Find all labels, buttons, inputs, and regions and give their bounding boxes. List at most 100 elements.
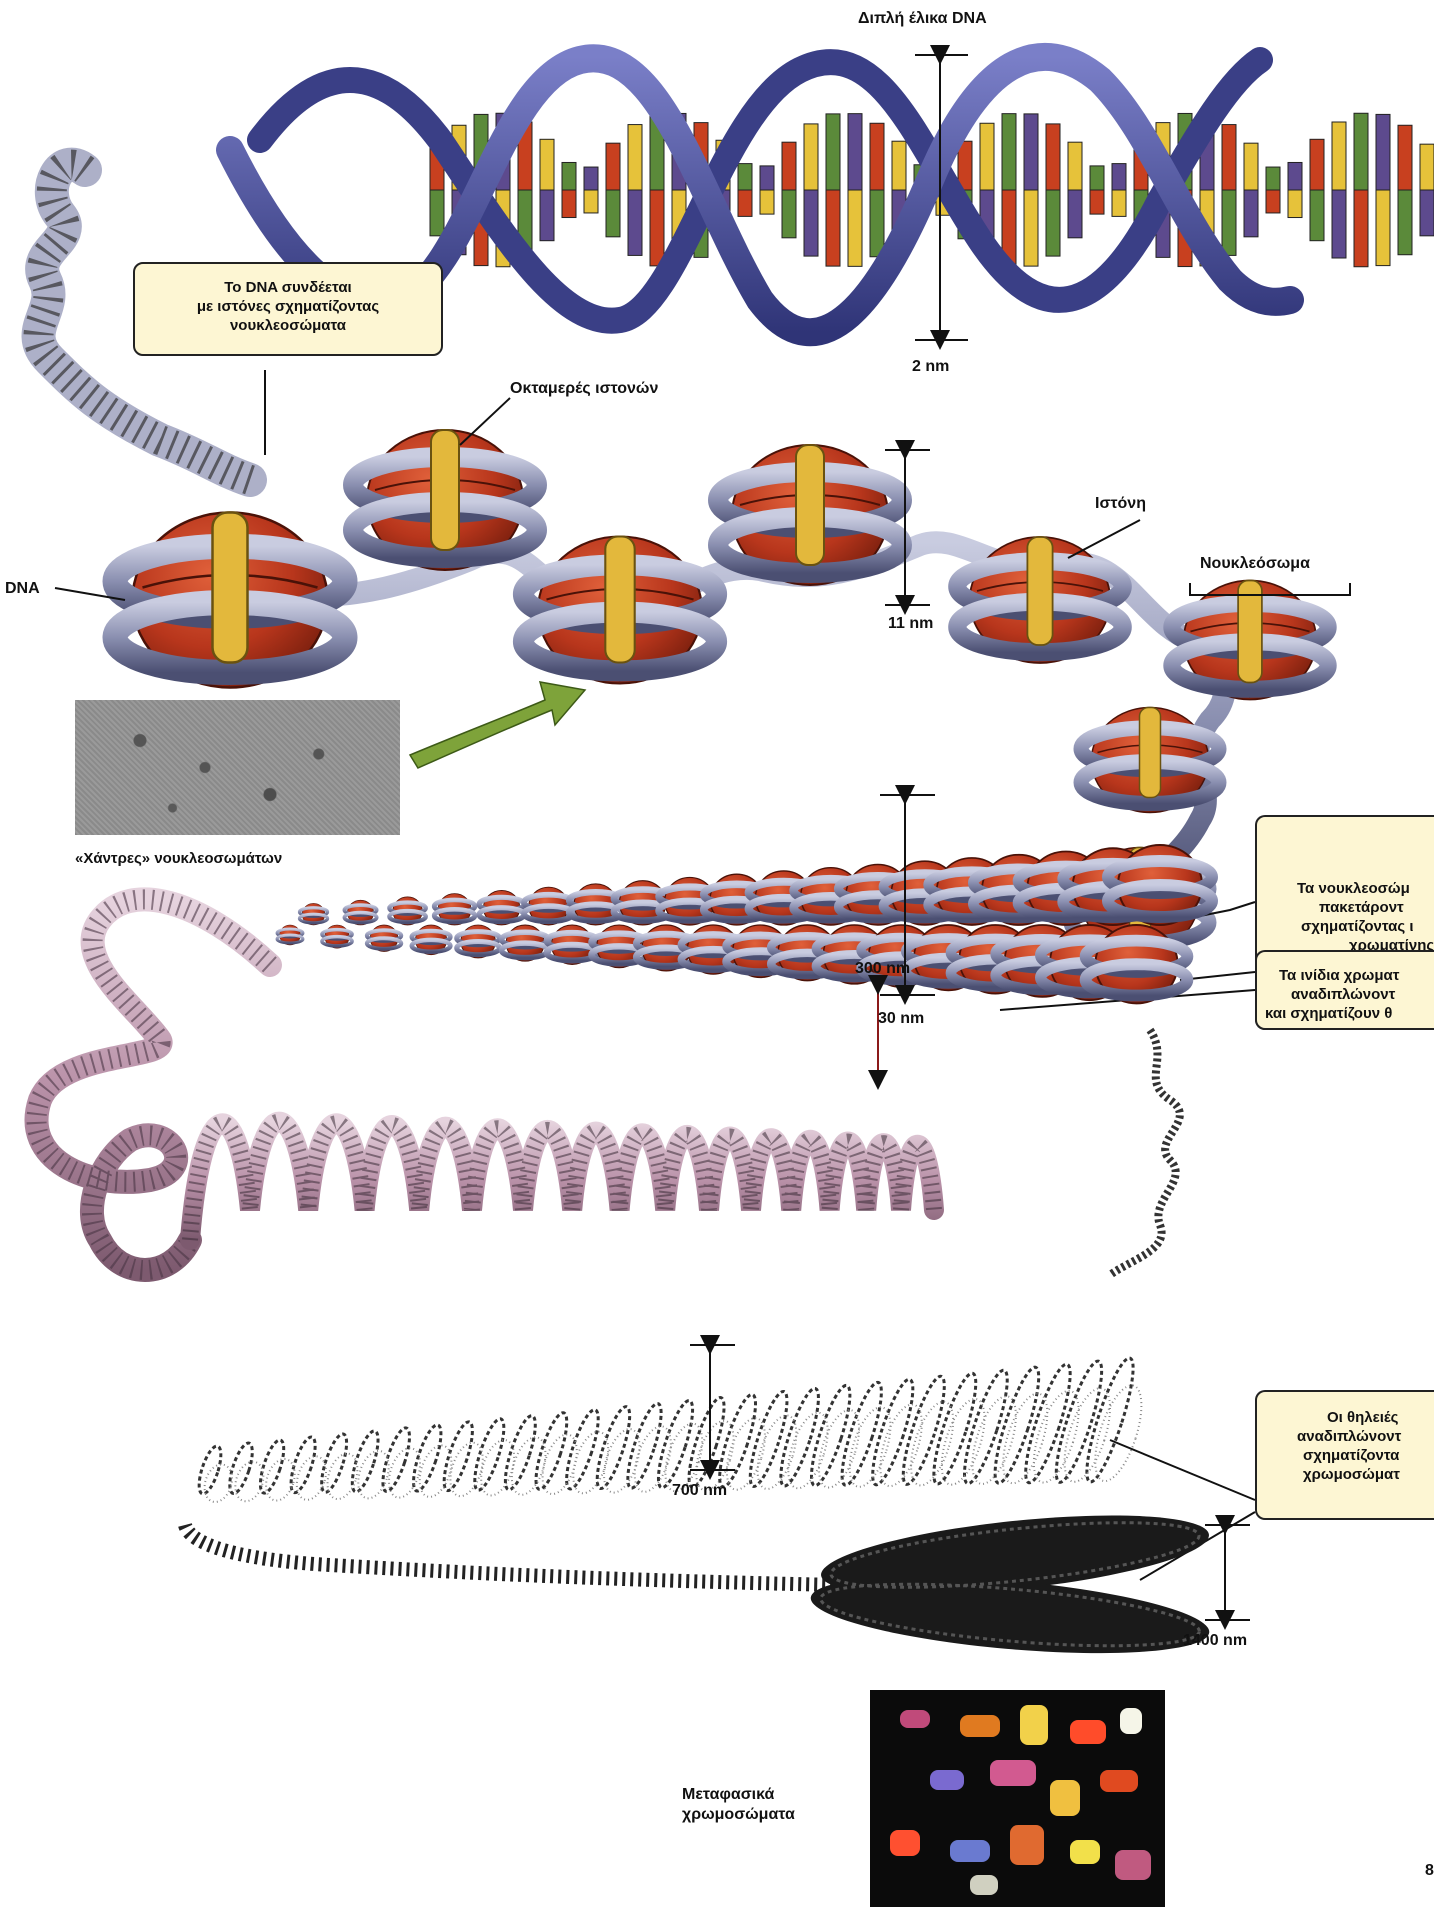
chromosome-blob — [1120, 1708, 1142, 1734]
base-pair-half — [1222, 125, 1236, 190]
base-pair-half — [760, 190, 774, 214]
coil-loop — [774, 1385, 836, 1493]
base-pair-half — [782, 142, 796, 190]
base-pair-half — [1112, 190, 1126, 216]
coil-loop — [987, 1364, 1056, 1489]
coil-loop — [804, 1382, 867, 1492]
base-pair-half — [628, 125, 642, 190]
base-pair-half — [1310, 139, 1324, 190]
base-pair-half — [430, 190, 444, 236]
base-pair-half — [782, 190, 796, 238]
base-pair-half — [804, 124, 818, 190]
base-pair-half — [870, 190, 884, 257]
base-pair-half — [760, 166, 774, 190]
coil-halo — [780, 1408, 835, 1493]
callout-line: Το DNA συνδέεται — [135, 278, 441, 297]
linker-histone — [1140, 708, 1161, 798]
coil-halo — [383, 1444, 426, 1501]
nucleosome — [523, 537, 716, 684]
linker-histone — [796, 445, 824, 565]
chromosome-blob — [960, 1715, 1000, 1737]
callout-dna-binds: Το DNA συνδέεται με ιστόνες σχηματίζοντα… — [133, 262, 443, 356]
callout-line: και σχηματίζουν θ — [1265, 1004, 1434, 1023]
base-pair-half — [1354, 113, 1368, 190]
base-pair-half — [738, 164, 752, 190]
callout-line: σχηματίζοντας ι — [1297, 917, 1434, 936]
callout-line: χρωμοσώματ — [1297, 1465, 1434, 1484]
solenoid-nucleosome — [389, 897, 426, 925]
callout-loops-fold: Οι θηλειές αναδιπλώνοντ σχηματίζοντα χρω… — [1255, 1390, 1434, 1520]
dimension-700nm — [690, 1345, 735, 1470]
coil-halo — [628, 1422, 678, 1496]
chromosome-blob — [1100, 1770, 1138, 1792]
base-pair-half — [738, 190, 752, 216]
base-pair-half — [1332, 122, 1346, 190]
base-pair-half — [1354, 190, 1368, 267]
solenoid-nucleosome — [412, 925, 451, 955]
base-pair-half — [804, 190, 818, 256]
chromosome-blob — [1070, 1720, 1106, 1744]
coil-ring — [1048, 1358, 1110, 1486]
base-pair-half — [1068, 190, 1082, 238]
coil-loop — [256, 1438, 300, 1505]
linker-histone — [213, 513, 248, 663]
base-pair-half — [540, 139, 554, 190]
callout-line: πακετάροντ — [1297, 898, 1434, 917]
chromosome-blob — [900, 1710, 930, 1728]
chromosome-blob — [890, 1830, 920, 1856]
coil-loop — [378, 1425, 426, 1501]
base-pair-half — [1046, 190, 1060, 256]
nucleosome — [1172, 581, 1328, 700]
base-pair-half — [826, 114, 840, 190]
base-pair-half — [1266, 190, 1280, 213]
solenoid-nucleosome — [524, 887, 573, 925]
coil-loop — [195, 1444, 237, 1506]
metaphase-chromosomes-photo — [870, 1690, 1165, 1907]
callout-line: αναδιπλώνοντ — [1297, 1427, 1434, 1446]
base-pair-half — [1376, 114, 1390, 190]
base-pair-half — [848, 190, 862, 266]
base-pair-half — [562, 190, 576, 218]
base-pair-half — [1112, 164, 1126, 190]
coil-ring — [1018, 1361, 1079, 1487]
chromosome-blob — [1050, 1780, 1080, 1816]
coil-loop — [835, 1379, 899, 1492]
coil-ring — [835, 1379, 889, 1488]
base-pair-half — [980, 123, 994, 190]
base-pair-half — [628, 190, 642, 255]
label-2nm: 2 nm — [912, 358, 949, 376]
coil-ring — [530, 1410, 573, 1492]
solenoid-nucleosome — [344, 900, 376, 925]
label-300nm: 300 nm — [855, 960, 910, 978]
base-pair-half — [606, 190, 620, 237]
callout-fibrils-fold: Τα ινίδια χρωματ αναδιπλώνοντ και σχηματ… — [1255, 950, 1434, 1030]
chromosome-blob — [1070, 1840, 1100, 1864]
callout-line: νουκλεοσώματα — [135, 316, 441, 335]
base-pair-half — [1420, 144, 1434, 190]
callout-line: σχηματίζοντα — [1297, 1446, 1434, 1465]
nucleosome — [718, 445, 902, 585]
coil-halo — [750, 1411, 804, 1494]
solenoid-nucleosome — [299, 903, 327, 925]
solenoid-nucleosome — [277, 925, 303, 945]
coil-ring — [957, 1367, 1016, 1487]
nucleosome — [115, 513, 345, 688]
coil-ring — [347, 1428, 383, 1494]
coil-ring — [743, 1388, 794, 1489]
base-pair-half — [1090, 190, 1104, 214]
nucleosome — [353, 430, 537, 570]
base-pair-half — [1068, 142, 1082, 190]
linker-histone — [605, 537, 634, 663]
linker-histone — [431, 430, 459, 550]
chromosome-blob — [1010, 1825, 1044, 1865]
coil-loop — [1018, 1361, 1088, 1488]
callout-line: Οι θηλειές — [1297, 1408, 1434, 1427]
chromosome-blob — [950, 1840, 990, 1862]
electron-micrograph-beads — [75, 700, 400, 835]
solenoid-nucleosome — [479, 890, 524, 925]
base-pair-half — [1420, 190, 1434, 236]
coil-ring — [286, 1435, 320, 1496]
metaphase-chromosome — [185, 1501, 1212, 1666]
label-histone-octamer: Οκταμερές ιστονών — [510, 380, 658, 398]
